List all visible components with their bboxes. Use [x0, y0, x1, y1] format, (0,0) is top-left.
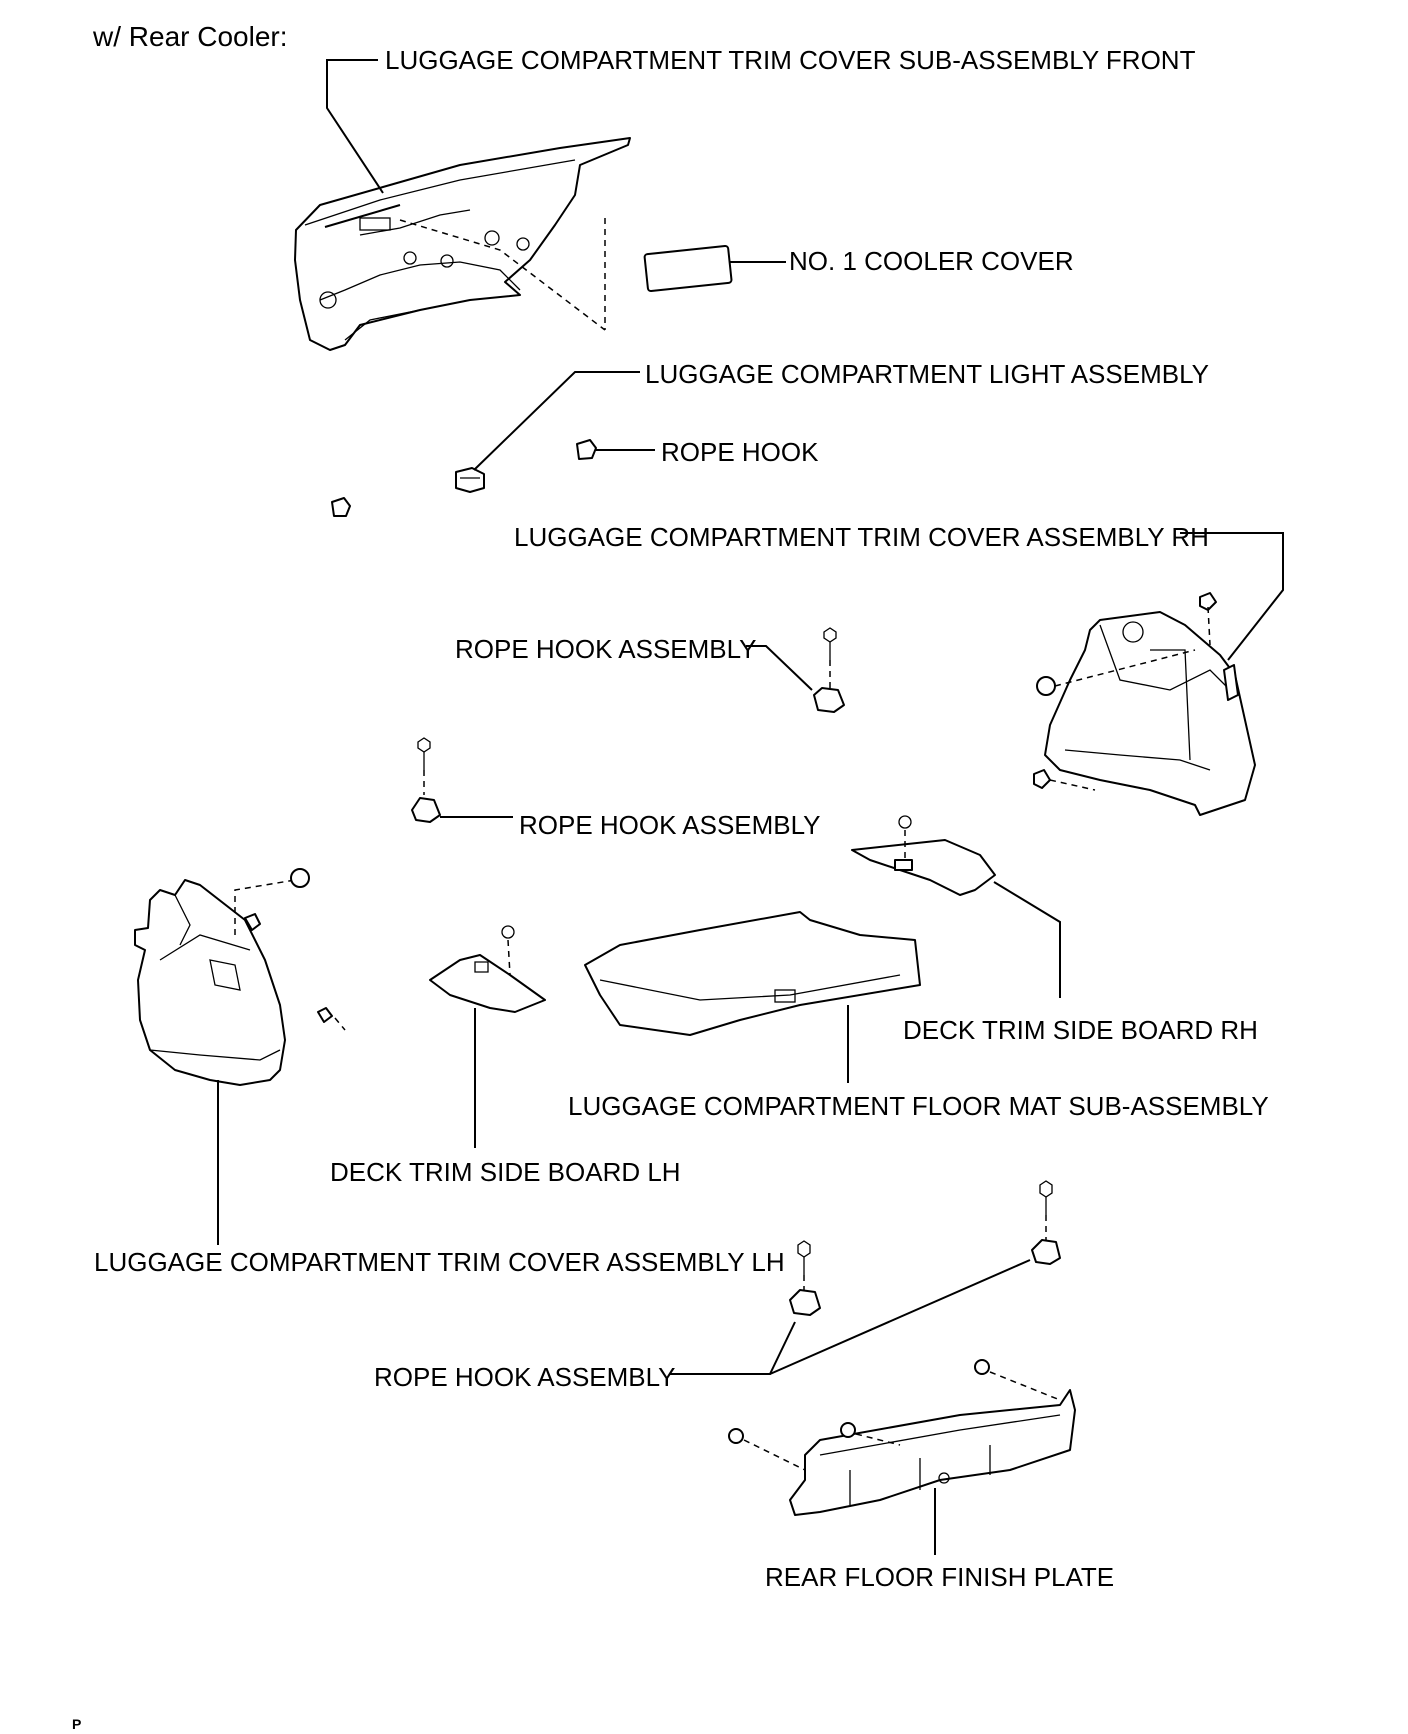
label-trim-cover-rh: LUGGAGE COMPARTMENT TRIM COVER ASSEMBLY …: [514, 522, 1209, 552]
rope-hook-assembly-3-part: [789, 1180, 1061, 1316]
deck-board-rh-part: [851, 815, 996, 896]
label-light-assembly: LUGGAGE COMPARTMENT LIGHT ASSEMBLY: [645, 359, 1209, 389]
rope-hook-clip-left: [331, 497, 351, 517]
label-trim-cover-lh: LUGGAGE COMPARTMENT TRIM COVER ASSEMBLY …: [94, 1247, 785, 1277]
cooler-cover-part: [643, 245, 733, 292]
label-cooler-cover: NO. 1 COOLER COVER: [789, 246, 1074, 276]
figure-code: P: [72, 1716, 82, 1732]
floor-mat-part: [584, 911, 921, 1036]
label-floor-mat: LUGGAGE COMPARTMENT FLOOR MAT SUB-ASSEMB…: [568, 1091, 1269, 1121]
label-rope-hook-assembly-3: ROPE HOOK ASSEMBLY: [374, 1362, 676, 1392]
rope-hook-assembly-1-part: [813, 627, 845, 713]
trim-cover-front-part: [294, 137, 631, 351]
deck-board-lh-part: [429, 925, 546, 1013]
trim-cover-lh-part: [134, 868, 346, 1086]
label-deck-board-rh: DECK TRIM SIDE BOARD RH: [903, 1015, 1258, 1045]
trim-cover-rh-part: [1033, 592, 1256, 816]
label-trim-cover-front: LUGGAGE COMPARTMENT TRIM COVER SUB-ASSEM…: [385, 45, 1196, 75]
rope-hook-assembly-2-part: [411, 737, 441, 823]
label-rope-hook-assembly-2: ROPE HOOK ASSEMBLY: [519, 810, 821, 840]
rope-hook-part: [576, 439, 597, 460]
label-deck-board-lh: DECK TRIM SIDE BOARD LH: [330, 1157, 681, 1187]
label-rope-hook: ROPE HOOK: [661, 437, 819, 467]
leader-trim-rh: [1180, 532, 1284, 661]
light-assembly-part: [455, 467, 485, 493]
leader-trim-front: [326, 59, 384, 194]
rear-floor-plate-part: [728, 1359, 1076, 1516]
label-rope-hook-assembly-1: ROPE HOOK ASSEMBLY: [455, 634, 757, 664]
diagram-title: w/ Rear Cooler:: [93, 21, 288, 52]
label-rear-floor-plate: REAR FLOOR FINISH PLATE: [765, 1562, 1115, 1592]
